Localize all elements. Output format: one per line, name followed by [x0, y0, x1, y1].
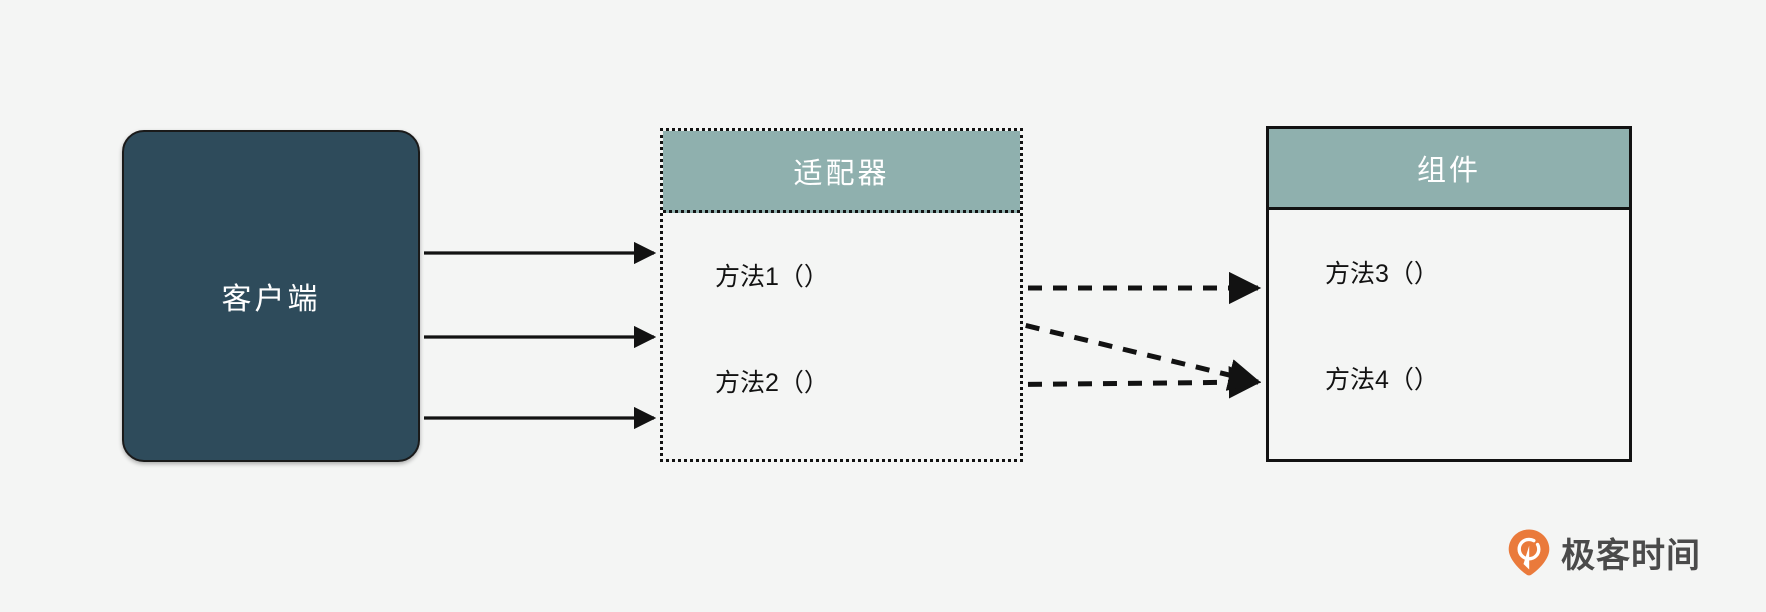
client-label: 客户端 — [221, 283, 321, 316]
component-title: 组件 — [1416, 155, 1481, 187]
component-box[interactable]: 组件 方法3（） 方法4（） — [1266, 126, 1632, 462]
component-header: 组件 — [1269, 129, 1629, 210]
adapter-method-label-2: 方法2（） — [715, 369, 829, 397]
adapter-box[interactable]: 适配器 方法1（） 方法2（） — [660, 128, 1023, 462]
component-method-label-1: 方法3（） — [1325, 260, 1439, 288]
geektime-pin-icon — [1508, 529, 1550, 576]
component-method-row-2[interactable]: 方法4（） — [1269, 358, 1629, 398]
adapter-body: 方法1（） 方法2（） — [663, 213, 1020, 459]
client-box[interactable]: 客户端 — [122, 130, 420, 462]
adapter-method-row-1[interactable]: 方法1（） — [663, 255, 1020, 295]
adapter-title: 适配器 — [793, 157, 890, 190]
component-body: 方法3（） 方法4（） — [1269, 210, 1629, 459]
watermark: 极客时间 — [1508, 528, 1701, 577]
adapter-method-label-1: 方法1（） — [715, 263, 829, 291]
adapter-header: 适配器 — [663, 131, 1020, 213]
watermark-label: 极客时间 — [1561, 537, 1701, 575]
adapter-method-row-2[interactable]: 方法2（） — [663, 361, 1020, 401]
component-method-label-2: 方法4（） — [1325, 366, 1439, 394]
component-method-row-1[interactable]: 方法3（） — [1269, 252, 1629, 292]
